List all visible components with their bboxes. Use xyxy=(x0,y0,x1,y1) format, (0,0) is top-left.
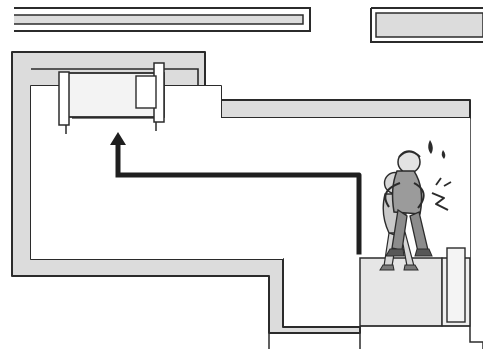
caregiver-icon xyxy=(384,150,433,257)
sweat-icon xyxy=(428,140,446,159)
path-arrow-icon xyxy=(110,132,362,255)
strain-icon xyxy=(431,177,452,211)
top-partition-right xyxy=(370,7,483,43)
top-partition-left xyxy=(14,7,311,32)
toilet-area-icon xyxy=(359,247,471,327)
bed-icon xyxy=(58,62,165,134)
